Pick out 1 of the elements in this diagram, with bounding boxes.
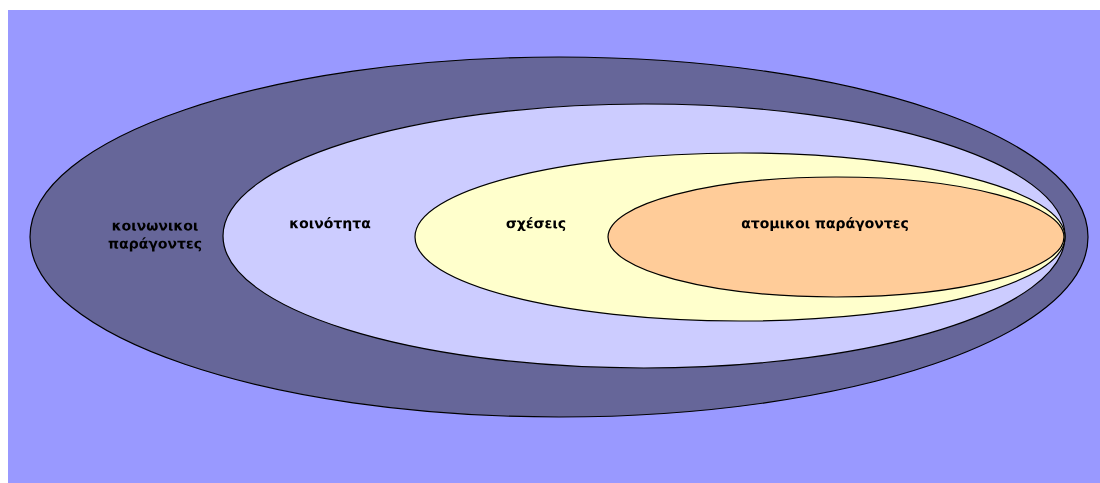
ellipse-region: ατομικοι παράγοντες bbox=[607, 176, 1065, 298]
